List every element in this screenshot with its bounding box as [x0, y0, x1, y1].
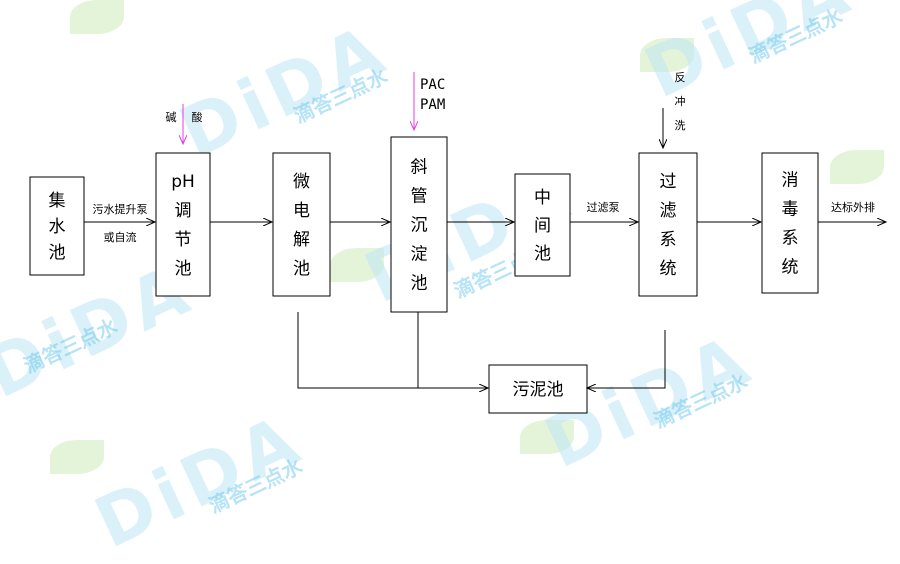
- box-middle-label: 池: [534, 244, 551, 264]
- box-filter-frame: [638, 152, 698, 297]
- box-disinfect-label: 消: [782, 171, 799, 191]
- sludge-line-filter: [587, 330, 666, 388]
- box-ph-frame: [155, 152, 211, 297]
- box-sludge-label: 污泥池: [513, 380, 564, 400]
- box-collect: 集水池: [29, 176, 85, 276]
- box-incline-label: 管: [411, 187, 428, 207]
- box-middle-label: 中: [534, 188, 551, 208]
- box-micro-label: 池: [293, 259, 310, 279]
- label-pac: PAC: [420, 77, 445, 93]
- label-backwash-3: 洗: [675, 119, 686, 132]
- label-filter-pump: 过滤泵: [587, 201, 620, 214]
- chem-labels: PAC PAM: [420, 77, 445, 113]
- box-sludge: 污泥池: [488, 364, 588, 414]
- box-micro-label: 解: [293, 230, 310, 250]
- dosing-arrows: [183, 72, 414, 144]
- box-filter-label: 过: [660, 172, 677, 192]
- box-filter-label: 系: [660, 230, 677, 250]
- label-pam: PAM: [420, 97, 445, 113]
- box-disinfect-label: 毒: [782, 200, 799, 220]
- sludge-line-micro: [297, 312, 488, 388]
- box-middle-label: 间: [534, 216, 551, 236]
- edge-labels: 污水提升泵 或自流 过滤泵 达标外排 碱 酸 反 冲 洗: [93, 71, 876, 244]
- box-disinfect-frame: [761, 152, 819, 294]
- box-middle: 中间池: [514, 173, 571, 277]
- label-backwash-1: 反: [675, 71, 686, 84]
- box-disinfect-label: 统: [782, 258, 799, 278]
- box-middle-frame: [514, 173, 571, 277]
- box-collect-label: 集: [49, 191, 66, 211]
- box-incline-label: 斜: [411, 158, 428, 178]
- label-output: 达标外排: [831, 200, 875, 214]
- label-pump-line2: 或自流: [104, 230, 137, 244]
- box-incline-label: 沉: [411, 216, 428, 236]
- box-ph-label: pH: [171, 172, 195, 192]
- box-ph-label: 调: [175, 201, 192, 221]
- box-disinfect-label: 系: [782, 229, 799, 249]
- box-ph: pH 调节池: [155, 152, 211, 297]
- connectors: [84, 108, 886, 388]
- box-collect-label: 水: [49, 217, 66, 237]
- box-micro-label: 微: [293, 172, 310, 192]
- box-collect-frame: [29, 176, 85, 276]
- box-micro-frame: [272, 152, 331, 297]
- box-incline-label: 淀: [411, 245, 428, 265]
- box-ph-label: 池: [175, 259, 192, 279]
- box-ph-label: 节: [175, 230, 192, 250]
- box-filter-label: 统: [660, 259, 677, 279]
- label-pump-line1: 污水提升泵: [93, 203, 148, 216]
- box-collect-label: 池: [49, 243, 66, 263]
- label-backwash-2: 冲: [675, 94, 686, 108]
- box-micro-label: 电: [293, 201, 310, 221]
- box-incline-label: 池: [411, 274, 428, 294]
- box-incline-frame: [390, 136, 448, 313]
- box-filter-label: 滤: [660, 201, 677, 221]
- box-sludge-frame: [488, 364, 588, 414]
- label-alkali: 碱: [166, 111, 177, 124]
- label-acid: 酸: [192, 110, 203, 124]
